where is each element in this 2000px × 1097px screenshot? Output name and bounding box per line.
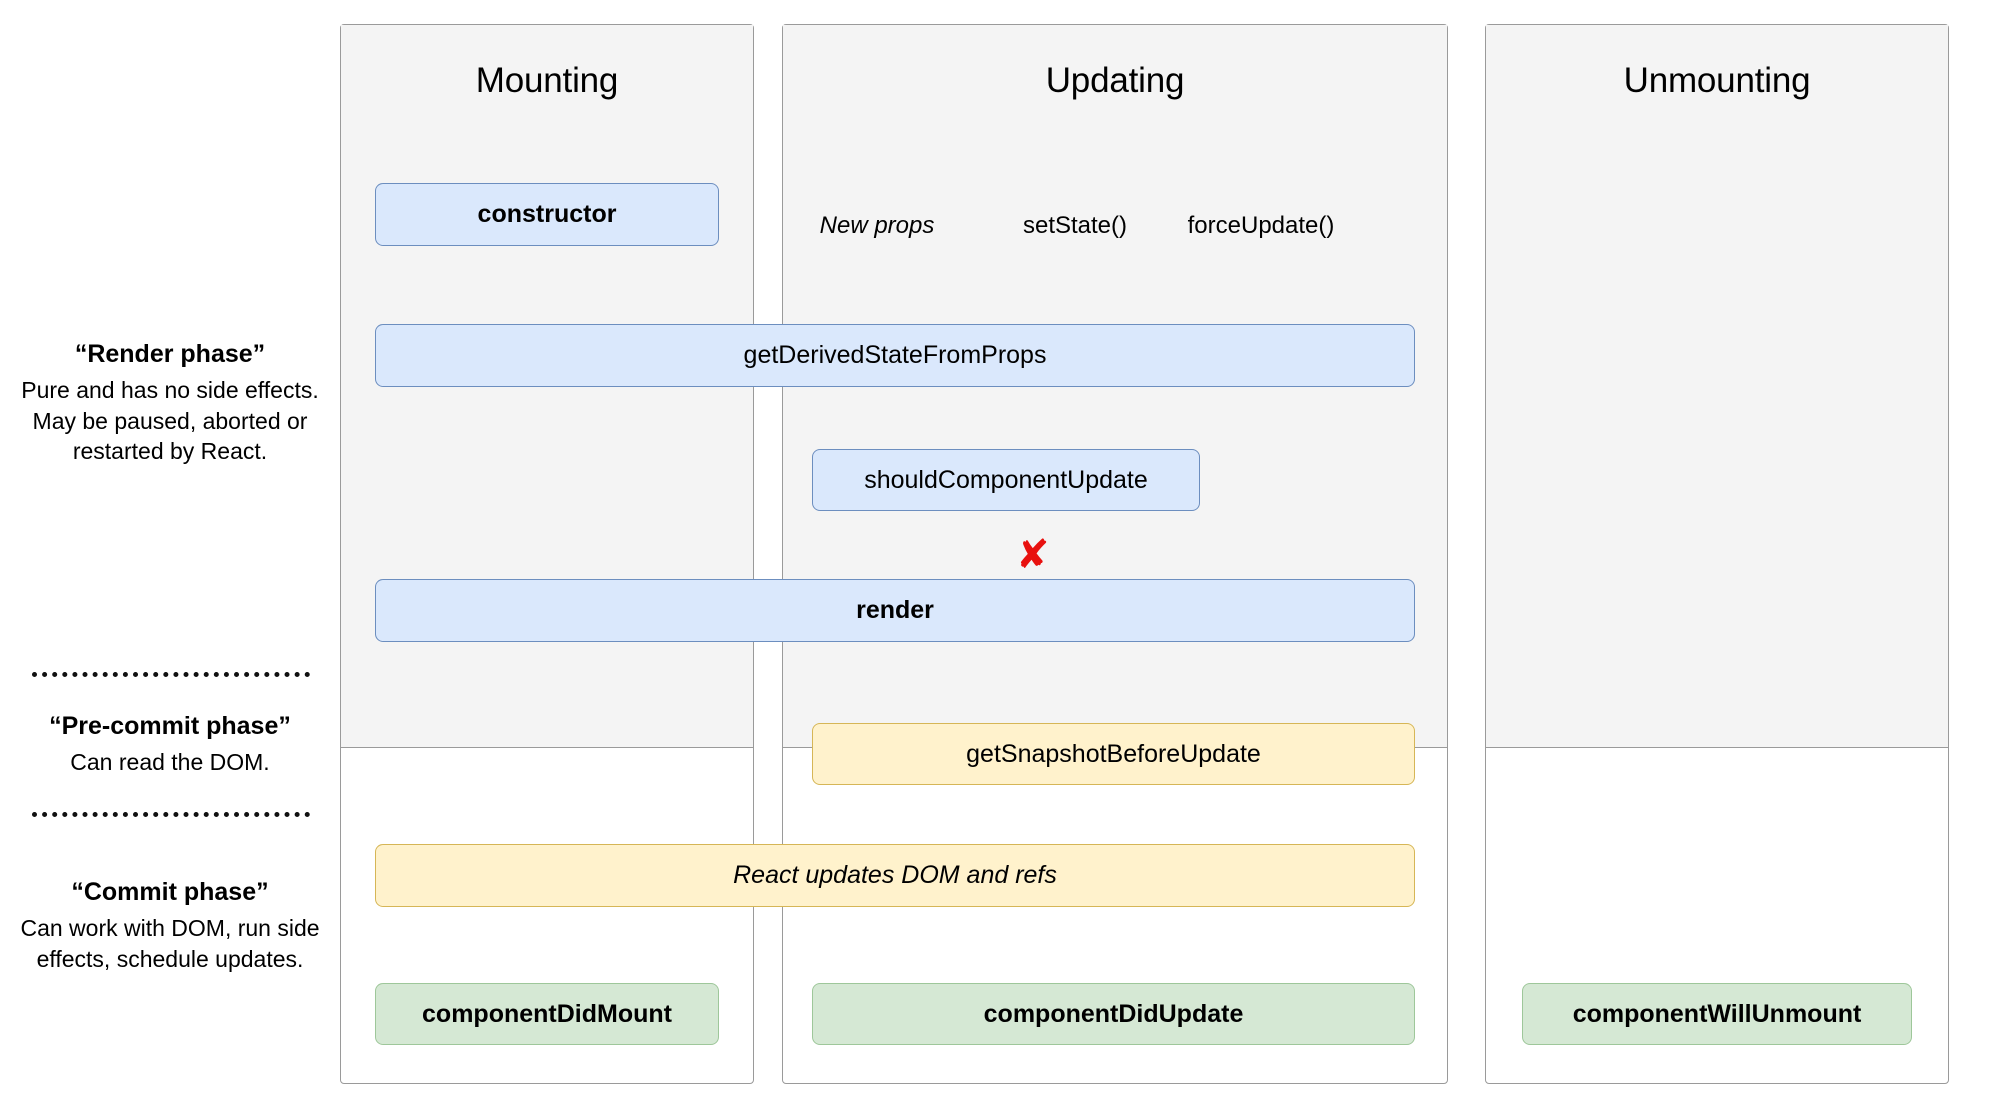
phase-divider-top (32, 672, 310, 677)
box-component-did-update[interactable]: componentDidUpdate (812, 983, 1415, 1045)
column-unmounting-title: Unmounting (1623, 61, 1811, 100)
phase-divider-bottom (32, 812, 310, 817)
phase-note-commit-body: Can work with DOM, run side effects, sch… (20, 915, 320, 972)
box-component-will-unmount[interactable]: componentWillUnmount (1522, 983, 1912, 1045)
column-unmounting: Unmounting (1485, 24, 1949, 1084)
column-updating: Updating (782, 24, 1448, 1084)
phase-note-pre-commit-title: “Pre-commit phase” (49, 712, 291, 740)
trigger-new-props: New props (819, 212, 935, 239)
column-updating-title: Updating (1045, 61, 1185, 100)
column-unmounting-render-region (1486, 25, 1948, 748)
phase-note-render-title: “Render phase” (74, 340, 266, 368)
trigger-force-update: forceUpdate() (1187, 212, 1335, 239)
box-get-snapshot-before-update[interactable]: getSnapshotBeforeUpdate (812, 723, 1415, 785)
phase-note-render-body: Pure and has no side effects. May be pau… (21, 377, 319, 465)
box-render[interactable]: render (375, 579, 1415, 642)
box-should-component-update[interactable]: shouldComponentUpdate (812, 449, 1200, 511)
phase-note-commit: “Commit phase” Can work with DOM, run si… (20, 878, 320, 974)
skip-update-x-icon: ✘ (1016, 532, 1050, 578)
box-react-updates-dom-and-refs[interactable]: React updates DOM and refs (375, 844, 1415, 907)
trigger-set-state: setState() (1022, 212, 1128, 239)
box-get-derived-state-from-props[interactable]: getDerivedStateFromProps (375, 324, 1415, 387)
phase-note-pre-commit-body: Can read the DOM. (70, 749, 270, 775)
phase-note-pre-commit: “Pre-commit phase” Can read the DOM. (20, 712, 320, 778)
phase-note-render: “Render phase” Pure and has no side effe… (20, 340, 320, 467)
phase-note-commit-title: “Commit phase” (71, 878, 269, 906)
box-component-did-mount[interactable]: componentDidMount (375, 983, 719, 1045)
column-mounting-title: Mounting (475, 61, 619, 100)
box-constructor[interactable]: constructor (375, 183, 719, 246)
